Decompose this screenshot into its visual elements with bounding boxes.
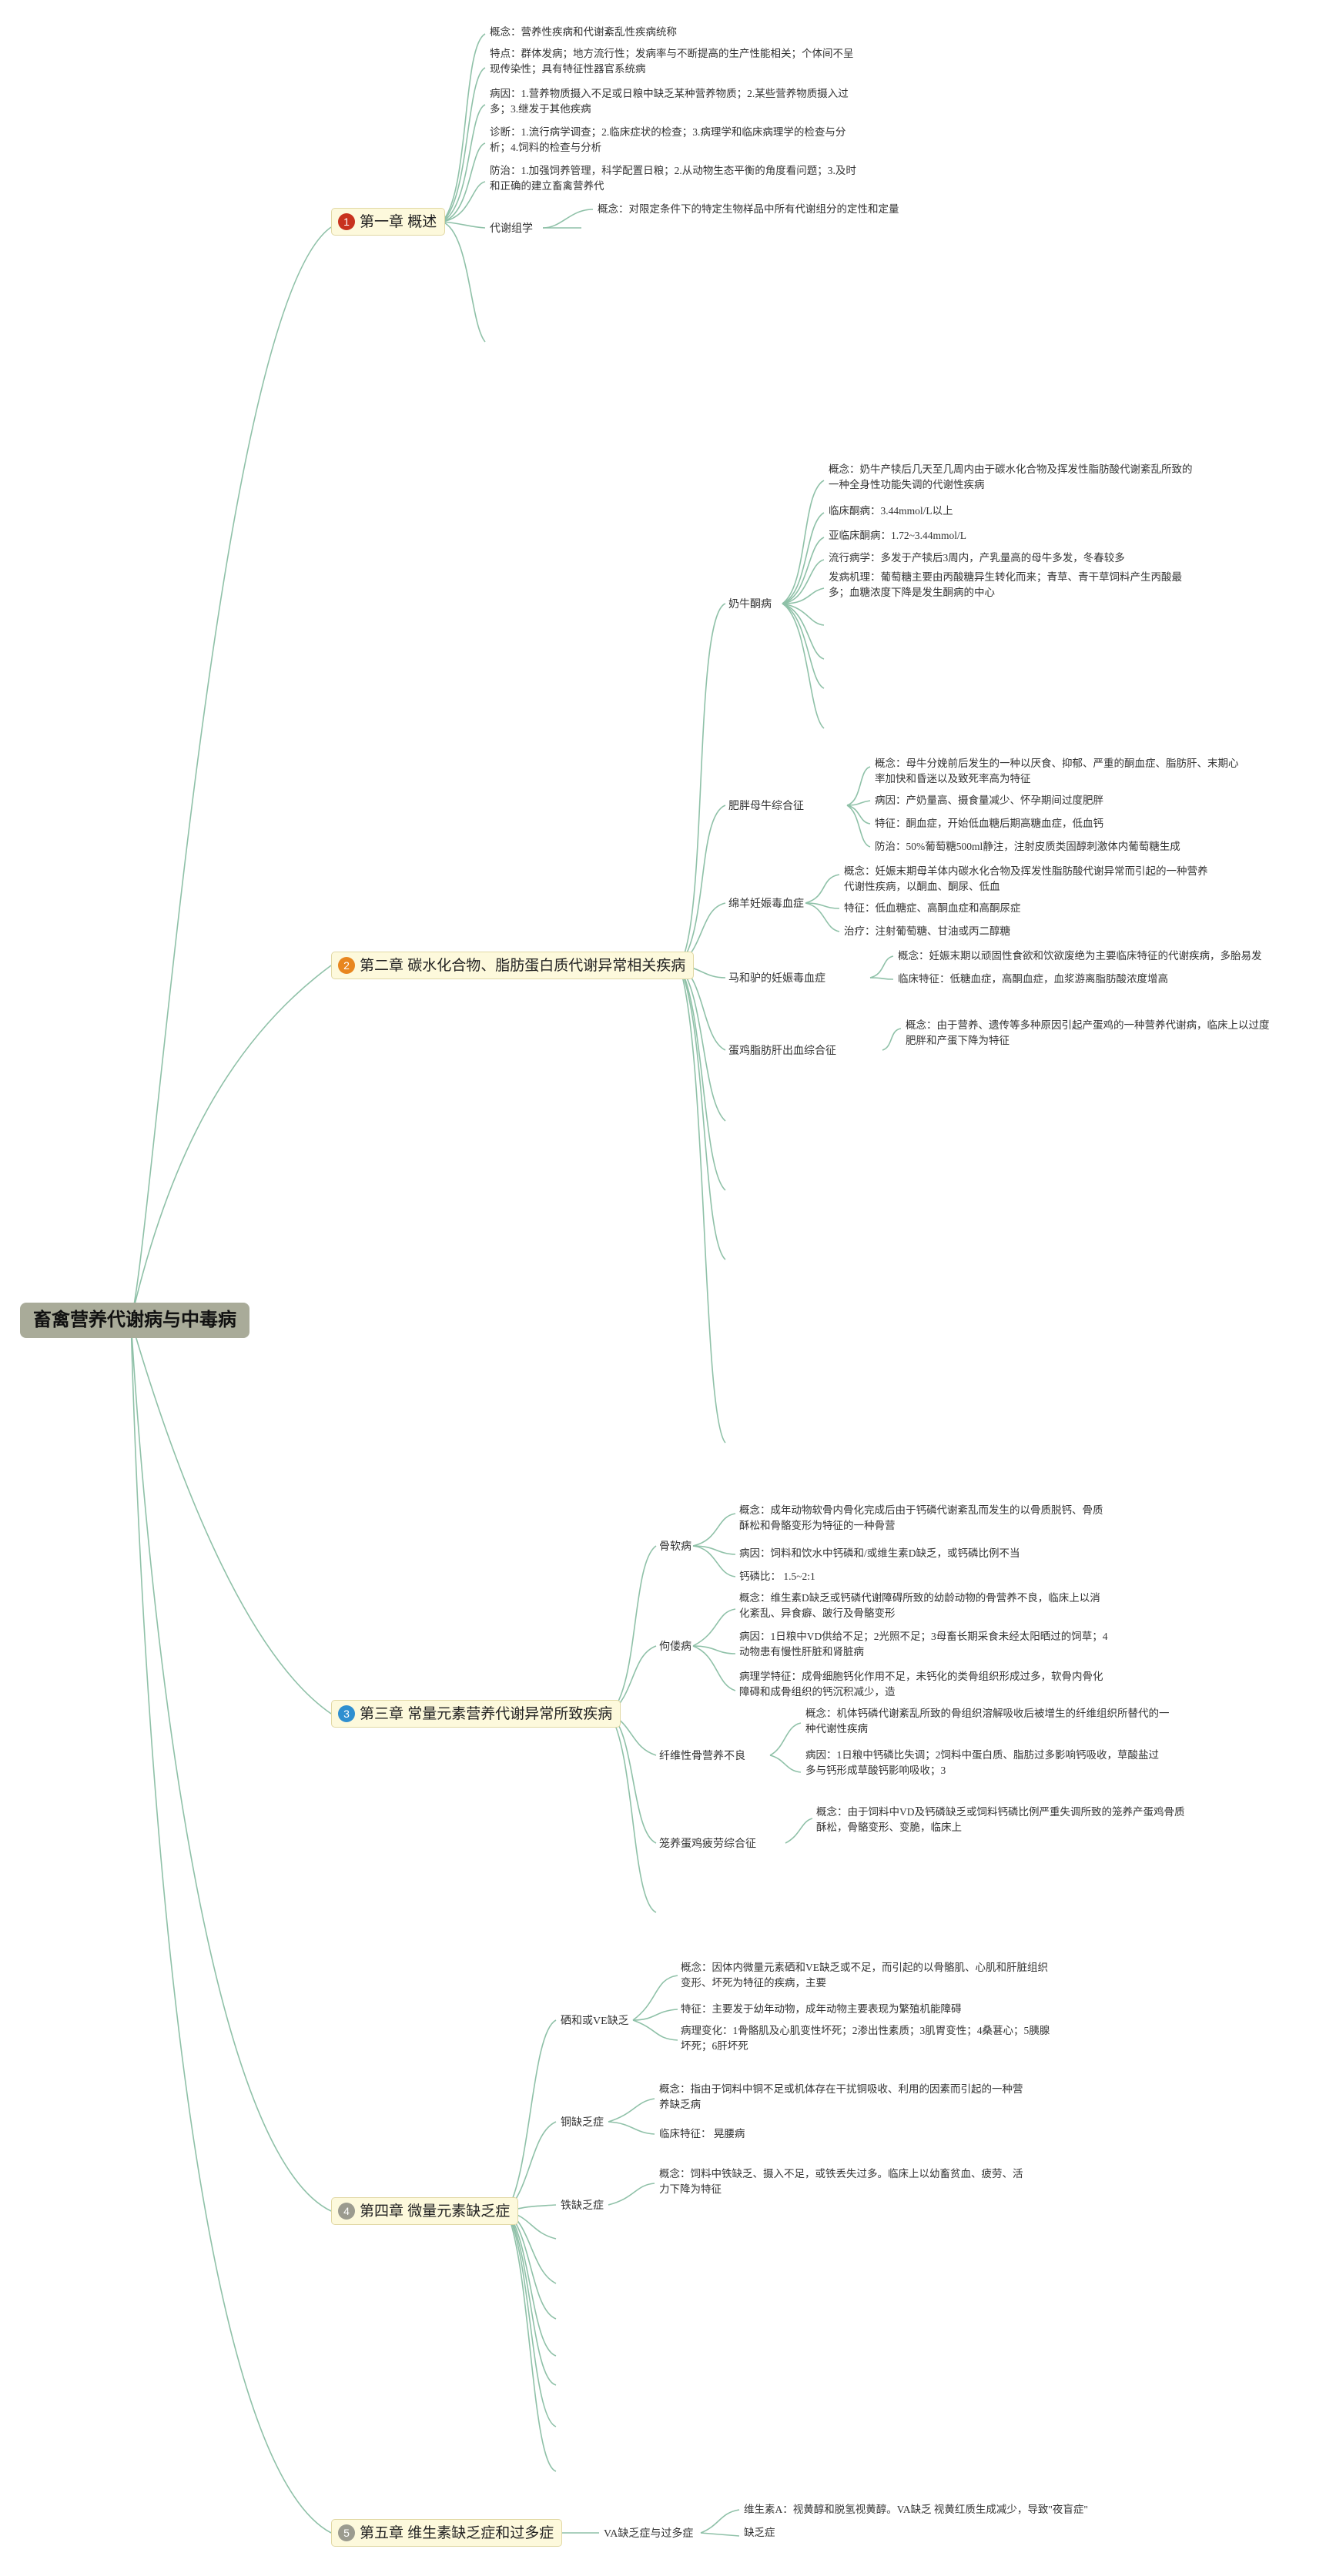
- ch2-s2-feature[interactable]: 特征：酮血症，开始低血糖后期高糖血症，低血钙: [875, 818, 1103, 829]
- ch2-s2-cause[interactable]: 病因：产奶量高、摄食量减少、怀孕期间过度肥胖: [875, 795, 1103, 806]
- ch3-s4-concept[interactable]: 概念：由于饲料中VD及钙磷缺乏或饲料钙磷比例严重失调所致的笼养产蛋鸡骨质酥松，骨…: [816, 1806, 1185, 1833]
- ch4-s1-feature[interactable]: 特征：主要发于幼年动物，成年动物主要表现为繁殖机能障碍: [681, 2003, 962, 2015]
- ch2-s2-concept[interactable]: 概念：母牛分娩前后发生的一种以厌食、抑郁、严重的酮血症、脂肪肝、末期心率加快和昏…: [875, 758, 1239, 785]
- chapter-1-title: 第一章 概述: [360, 214, 437, 230]
- ch2-s3-feature[interactable]: 特征：低血糖症、高酮血症和高酮尿症: [844, 902, 1021, 914]
- ch2-s1-epidemiology[interactable]: 流行病学：多发于产犊后3周内，产乳量高的母牛多发，冬春较多: [829, 552, 1125, 564]
- chapter-5-badge: 5: [338, 2524, 355, 2541]
- ch1-leaf-diagnosis[interactable]: 诊断：1.流行病学调查；2.临床症状的检查；3.病理学和临床病理学的检查与分析；…: [490, 126, 846, 153]
- ch4-subtopic-copper-deficiency[interactable]: 铜缺乏症: [561, 2117, 604, 2129]
- ch2-s3-treatment[interactable]: 治疗：注射葡萄糖、甘油或丙二醇糖: [844, 925, 1010, 937]
- chapter-1-badge: 1: [338, 213, 355, 230]
- ch4-subtopic-selenium-ve[interactable]: 硒和或VE缺乏: [561, 2016, 629, 2027]
- root-topic[interactable]: 畜禽营养代谢病与中毒病: [20, 1303, 249, 1338]
- ch3-s1-concept[interactable]: 概念：成年动物软骨内骨化完成后由于钙磷代谢紊乱而发生的以骨质脱钙、骨质酥松和骨骼…: [739, 1504, 1103, 1531]
- ch3-s2-pathology[interactable]: 病理学特征：成骨细胞钙化作用不足，未钙化的类骨组织形成过多，软骨内骨化障碍和成骨…: [739, 1671, 1103, 1698]
- chapter-3-topic[interactable]: 3 第三章 常量元素营养代谢异常所致疾病: [331, 1700, 621, 1728]
- chapter-3-title: 第三章 常量元素营养代谢异常所致疾病: [360, 1706, 613, 1722]
- ch2-subtopic-equine-toxemia[interactable]: 马和驴的妊娠毒血症: [728, 973, 825, 985]
- ch3-subtopic-cage-layer-fatigue[interactable]: 笼养蛋鸡疲劳综合征: [659, 1838, 756, 1850]
- chapter-5-title: 第五章 维生素缺乏症和过多症: [360, 2525, 554, 2541]
- ch1-metabolomics-concept[interactable]: 概念：对限定条件下的特定生物样品中所有代谢组分的定性和定量: [598, 203, 899, 215]
- chapter-5-topic[interactable]: 5 第五章 维生素缺乏症和过多症: [331, 2519, 563, 2547]
- ch2-s4-concept[interactable]: 概念：妊娠末期以顽固性食欲和饮欲废绝为主要临床特征的代谢疾病，多胎易发: [898, 950, 1262, 962]
- ch2-s3-concept[interactable]: 概念：妊娠末期母羊体内碳水化合物及挥发性脂肪酸代谢异常而引起的一种营养代谢性疾病…: [844, 865, 1208, 892]
- ch4-subtopic-iron-deficiency[interactable]: 铁缺乏症: [561, 2200, 604, 2212]
- ch2-s1-pathogenesis[interactable]: 发病机理：葡萄糖主要由丙酸糖异生转化而来；青草、青干草饲料产生丙酸最多；血糖浓度…: [829, 571, 1182, 598]
- ch2-subtopic-sheep-toxemia[interactable]: 绵羊妊娠毒血症: [728, 898, 804, 910]
- ch2-s2-prevention[interactable]: 防治：50%葡萄糖500ml静注，注射皮质类固醇刺激体内葡萄糖生成: [875, 841, 1180, 852]
- ch2-subtopic-dairy-ketosis[interactable]: 奶牛酮病: [728, 599, 772, 611]
- ch3-subtopic-fibrous-osteodystrophy[interactable]: 纤维性骨营养不良: [659, 1751, 745, 1762]
- ch4-s1-pathology[interactable]: 病理变化：1骨骼肌及心肌变性坏死；2渗出性素质；3肌胃变性；4桑葚心；5胰腺坏死…: [681, 2025, 1050, 2052]
- ch2-s5-concept[interactable]: 概念：由于营养、遗传等多种原因引起产蛋鸡的一种营养代谢病，临床上以过度肥胖和产蛋…: [906, 1019, 1270, 1046]
- ch3-s2-concept[interactable]: 概念：维生素D缺乏或钙磷代谢障碍所致的幼龄动物的骨营养不良，临床上以消化紊乱、异…: [739, 1592, 1100, 1619]
- ch1-leaf-concept[interactable]: 概念：营养性疾病和代谢紊乱性疾病统称: [490, 26, 677, 38]
- ch2-s1-concept[interactable]: 概念：奶牛产犊后几天至几周内由于碳水化合物及挥发性脂肪酸代谢紊乱所致的一种全身性…: [829, 463, 1193, 490]
- ch4-s3-concept[interactable]: 概念：饲料中铁缺乏、摄入不足，或铁丢失过多。临床上以幼畜贫血、疲劳、活力下降为特…: [659, 2168, 1023, 2195]
- chapter-4-title: 第四章 微量元素缺乏症: [360, 2203, 511, 2220]
- ch1-leaf-cause[interactable]: 病因：1.营养物质摄入不足或日粮中缺乏某种营养物质；2.某些营养物质摄入过多；3…: [490, 88, 849, 115]
- ch1-leaf-prevention[interactable]: 防治：1.加强饲养管理，科学配置日粮；2.从动物生态平衡的角度看问题；3.及时和…: [490, 165, 856, 192]
- ch3-s1-cause[interactable]: 病因：饲料和饮水中钙磷和/或维生素D缺乏，或钙磷比例不当: [739, 1547, 1020, 1559]
- ch4-s2-clinical[interactable]: 临床特征： 晃腰病: [659, 2128, 745, 2139]
- ch3-s3-cause[interactable]: 病因：1日粮中钙磷比失调；2饲料中蛋白质、脂肪过多影响钙吸收，草酸盐过多与钙形成…: [805, 1749, 1159, 1776]
- ch5-subtopic-va[interactable]: VA缺乏症与过多症: [604, 2528, 694, 2540]
- chapter-1-topic[interactable]: 1 第一章 概述: [331, 208, 446, 236]
- ch3-s3-concept[interactable]: 概念：机体钙磷代谢紊乱所致的骨组织溶解吸收后被增生的纤维组织所替代的一种代谢性疾…: [805, 1708, 1170, 1735]
- chapter-4-topic[interactable]: 4 第四章 微量元素缺乏症: [331, 2197, 519, 2225]
- chapter-2-topic[interactable]: 2 第二章 碳水化合物、脂肪蛋白质代谢异常相关疾病: [331, 952, 695, 979]
- ch3-subtopic-osteomalacia[interactable]: 骨软病: [659, 1541, 691, 1553]
- chapter-2-badge: 2: [338, 957, 355, 974]
- chapter-3-badge: 3: [338, 1705, 355, 1722]
- ch2-subtopic-fat-cow[interactable]: 肥胖母牛综合征: [728, 801, 804, 812]
- ch2-s1-clinical[interactable]: 临床酮病：3.44mmol/L以上: [829, 505, 953, 517]
- chapter-2-title: 第二章 碳水化合物、脂肪蛋白质代谢异常相关疾病: [360, 958, 686, 974]
- ch2-subtopic-fatty-liver[interactable]: 蛋鸡脂肪肝出血综合征: [728, 1045, 836, 1057]
- ch1-subtopic-metabolomics[interactable]: 代谢组学: [490, 223, 533, 235]
- ch2-s4-clinical[interactable]: 临床特征：低糖血症，高酮血症，血浆游离脂肪酸浓度增高: [898, 973, 1168, 985]
- chapter-4-badge: 4: [338, 2203, 355, 2220]
- ch3-s1-ratio[interactable]: 钙磷比： 1.5~2:1: [739, 1571, 815, 1582]
- ch1-leaf-features[interactable]: 特点：群体发病；地方流行性；发病率与不断提高的生产性能相关；个体间不呈现传染性；…: [490, 48, 854, 75]
- ch4-s1-concept[interactable]: 概念：因体内微量元素硒和VE缺乏或不足，而引起的以骨骼肌、心肌和肝脏组织变形、坏…: [681, 1962, 1048, 1989]
- ch2-s1-subclinical[interactable]: 亚临床酮病：1.72~3.44mmol/L: [829, 530, 967, 541]
- ch4-s2-concept[interactable]: 概念：指由于饲料中铜不足或机体存在干扰铜吸收、利用的因素而引起的一种营养缺乏病: [659, 2083, 1023, 2110]
- ch5-s1-vitamin-a[interactable]: 维生素A：视黄醇和脱氢视黄醇。VA缺乏 视黄红质生成减少，导致"夜盲症"缺乏症: [744, 2504, 1088, 2538]
- ch3-subtopic-rickets[interactable]: 佝偻病: [659, 1641, 691, 1653]
